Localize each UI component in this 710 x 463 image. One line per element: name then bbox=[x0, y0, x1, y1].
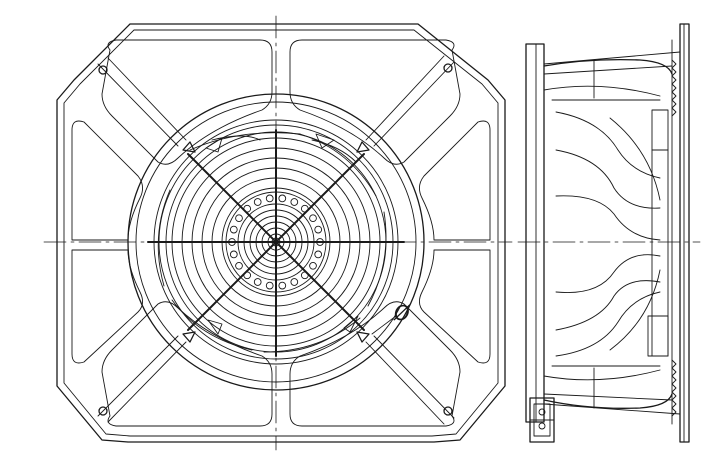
housing-outline bbox=[56, 23, 506, 443]
side-grille-edge bbox=[671, 59, 677, 417]
mounting-hole-bottom-right bbox=[443, 406, 453, 416]
front-view: Ø bbox=[43, 15, 513, 451]
rotor-vent-hole bbox=[229, 225, 238, 234]
diameter-annotation: Ø bbox=[371, 301, 411, 335]
side-housing-profile bbox=[543, 58, 673, 409]
rotor-vent-hole bbox=[235, 214, 243, 223]
side-connector bbox=[529, 397, 555, 443]
mounting-hole-bottom-left bbox=[98, 406, 108, 416]
corner-window-top-right bbox=[289, 39, 461, 165]
side-impeller-blades bbox=[555, 111, 661, 357]
rotation-arrows bbox=[205, 133, 359, 335]
rotor-vent-hole bbox=[235, 261, 243, 270]
mounting-hole-top-right bbox=[443, 63, 453, 73]
rotor-vent-hole bbox=[309, 261, 317, 270]
front-center-lines bbox=[43, 15, 513, 451]
rotor-vent-hole bbox=[278, 194, 287, 203]
diameter-symbol: Ø bbox=[393, 301, 411, 325]
side-window-right bbox=[419, 120, 491, 364]
side-housing-wall bbox=[525, 43, 681, 423]
corner-window-bottom-right bbox=[289, 301, 461, 427]
rotor-vent-hole bbox=[253, 198, 262, 206]
spoke-clips bbox=[182, 141, 370, 343]
mounting-holes bbox=[98, 63, 453, 416]
corner-window-top-left bbox=[101, 39, 273, 165]
rotor-vent-hole bbox=[290, 198, 299, 206]
rotor-vent-hole bbox=[278, 281, 287, 290]
side-motor-hub bbox=[647, 109, 669, 357]
rotor-vent-hole bbox=[229, 250, 238, 259]
rotor-vent-hole bbox=[309, 214, 317, 223]
rotor-vent-hole bbox=[314, 225, 323, 234]
rotor-vent-hole bbox=[265, 281, 274, 290]
rotor-vent-hole bbox=[253, 278, 262, 286]
diagonal-spokes bbox=[97, 55, 455, 425]
mounting-hole-top-left bbox=[98, 65, 108, 75]
rotor-vent-hole bbox=[265, 194, 274, 203]
rotor-vent-hole bbox=[314, 250, 323, 259]
corner-window-bottom-left bbox=[101, 301, 273, 427]
side-view bbox=[517, 23, 701, 443]
rotor-vent-hole bbox=[290, 278, 299, 286]
